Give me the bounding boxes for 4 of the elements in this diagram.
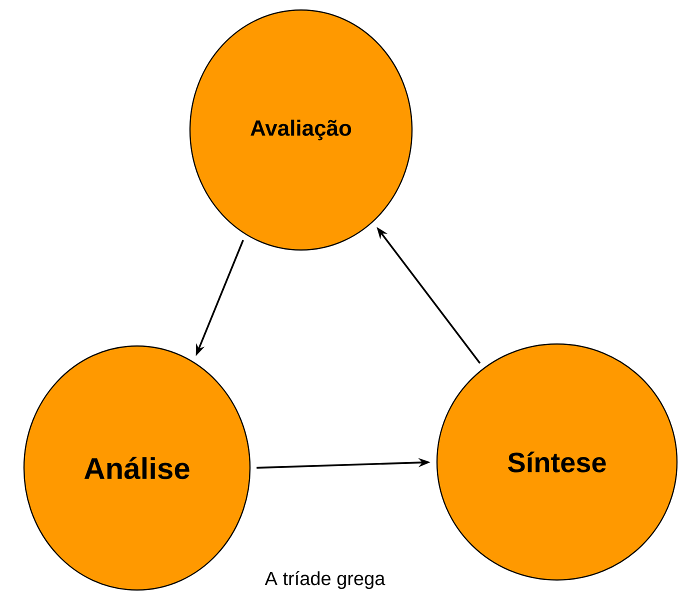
circle-node: Avaliação xyxy=(189,9,413,251)
caption: A tríade grega xyxy=(264,571,386,589)
circle-node: Síntese xyxy=(436,343,678,581)
circle-node: Análise xyxy=(23,345,251,591)
